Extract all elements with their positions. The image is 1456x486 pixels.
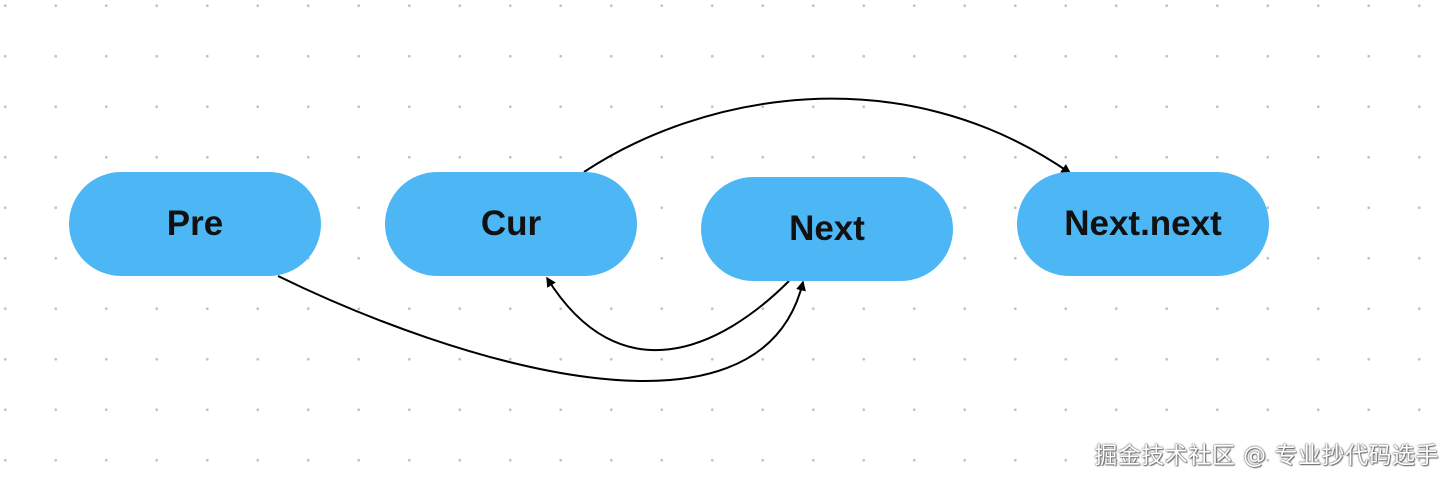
edge-cur-to-nextnext <box>583 97 1072 174</box>
node-next-label: Next <box>789 209 865 248</box>
node-next-next-label: Next.next <box>1064 204 1222 243</box>
node-cur: Cur <box>385 172 637 276</box>
node-next-next: Next.next <box>1017 172 1269 276</box>
edge-pre-to-next <box>277 275 806 383</box>
node-pre-label: Pre <box>166 204 224 243</box>
watermark: 掘金技术社区 @ 专业抄代码选手 <box>1094 443 1439 469</box>
node-pre: Pre <box>69 172 321 276</box>
node-next: Next <box>701 177 953 281</box>
node-cur-label: Cur <box>480 204 542 243</box>
edge-next-to-cur <box>546 276 790 351</box>
